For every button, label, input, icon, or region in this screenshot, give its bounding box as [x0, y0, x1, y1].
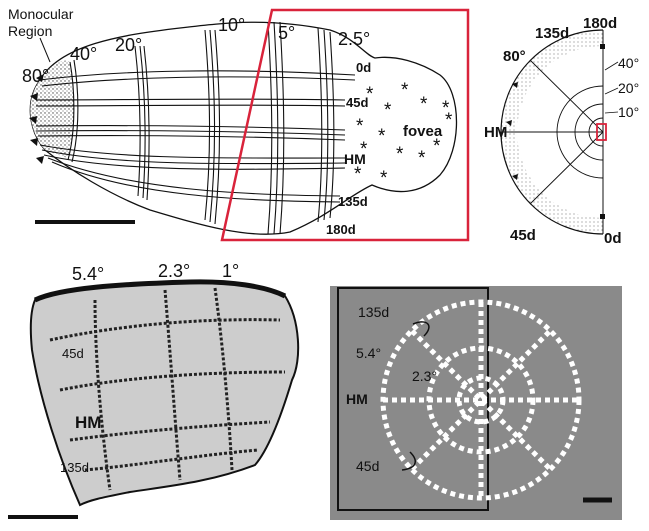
svg-text:*: *: [401, 80, 409, 101]
stimulus-checkerboard: [380, 299, 582, 501]
tissue-top-edge: [33, 279, 287, 303]
svg-text:*: *: [366, 84, 374, 105]
histology-panel: 5.4° 2.3° 1° 45d HM 135d: [8, 261, 300, 519]
fovea-asterisks: ** ** ** ** ** ** **: [354, 80, 453, 189]
ecc-label-20: 20°: [115, 35, 142, 55]
polar-angle-lines: [35, 70, 356, 203]
stimulus-frame: [337, 287, 489, 511]
field-label-80: 80°: [503, 48, 526, 65]
field-label-0d: 0d: [604, 230, 622, 247]
tissue-stain-grid: [49, 287, 286, 491]
meridian-label-180d: 180d: [326, 222, 356, 237]
field-label-hm: HM: [484, 124, 507, 141]
diagonal-lower: [529, 131, 604, 205]
stim-label-2-3: 2.3°: [412, 368, 437, 384]
stim-label-45d: 45d: [356, 458, 379, 474]
stim-label-135d: 135d: [358, 304, 389, 320]
svg-text:*: *: [356, 116, 364, 137]
monocular-region-fill: [30, 60, 74, 158]
hist-ecc-1: 1°: [222, 261, 239, 281]
svg-text:*: *: [378, 126, 386, 147]
visual-field-panel: 180d 135d 80° HM 45d 0d 40° 20° 10°: [484, 15, 639, 247]
meridian-label-hm: HM: [344, 151, 366, 167]
monocular-edge-markers: [29, 74, 44, 164]
ecc-label-40: 40°: [70, 44, 97, 64]
stim-pointer-135d: [412, 321, 430, 337]
svg-text:*: *: [442, 98, 450, 119]
meridian-label-135d: 135d: [338, 194, 368, 209]
stim-label-5-4: 5.4°: [356, 345, 381, 361]
svg-text:*: *: [418, 148, 426, 169]
svg-text:*: *: [380, 168, 388, 189]
field-label-180d: 180d: [583, 15, 617, 32]
svg-text:*: *: [420, 94, 428, 115]
field-rings: [556, 85, 604, 179]
hist-ecc-5-4: 5.4°: [72, 264, 104, 284]
field-ring-40: 40°: [618, 55, 639, 71]
svg-text:*: *: [384, 100, 392, 121]
v1-flatmap-panel: ** ** ** ** ** ** ** Monocular Region 80…: [8, 6, 470, 242]
field-outer-fill: [501, 30, 603, 234]
field-label-135d: 135d: [535, 25, 569, 42]
svg-text:*: *: [354, 164, 362, 185]
stim-pointer-45d: [401, 451, 416, 471]
ecc-label-10: 10°: [218, 15, 245, 35]
monocular-pointer: [39, 37, 51, 63]
stimulus-panel: 135d 5.4° 2.3° HM 45d: [330, 286, 622, 520]
hist-meridian-135d: 135d: [60, 460, 89, 475]
fovea-label: fovea: [403, 123, 443, 140]
ecc-label-2-5: 2.5°: [338, 29, 370, 49]
meridian-label-45d: 45d: [346, 95, 368, 110]
field-fovea-box: [596, 123, 607, 141]
field-ring-20: 20°: [618, 80, 639, 96]
hist-meridian-45d: 45d: [62, 346, 84, 361]
svg-text:*: *: [433, 136, 441, 157]
meridian-label-0d: 0d: [356, 60, 371, 75]
ring-leader-lines: [604, 61, 619, 114]
ecc-label-80: 80°: [22, 66, 49, 86]
svg-text:*: *: [360, 139, 368, 160]
highlight-box: [220, 8, 470, 242]
hist-meridian-hm: HM: [75, 413, 101, 432]
ecc-label-5: 5°: [278, 23, 295, 43]
stim-label-hm: HM: [346, 391, 368, 407]
svg-text:*: *: [396, 144, 404, 165]
hist-ecc-2-3: 2.3°: [158, 261, 190, 281]
diagonal-upper: [529, 59, 604, 133]
svg-text:*: *: [445, 110, 453, 131]
field-edge-markers: [506, 44, 605, 219]
monocular-label-line2: Region: [8, 23, 52, 39]
field-label-45d: 45d: [510, 227, 536, 244]
field-ring-10: 10°: [618, 104, 639, 120]
monocular-label-line1: Monocular: [8, 6, 74, 22]
